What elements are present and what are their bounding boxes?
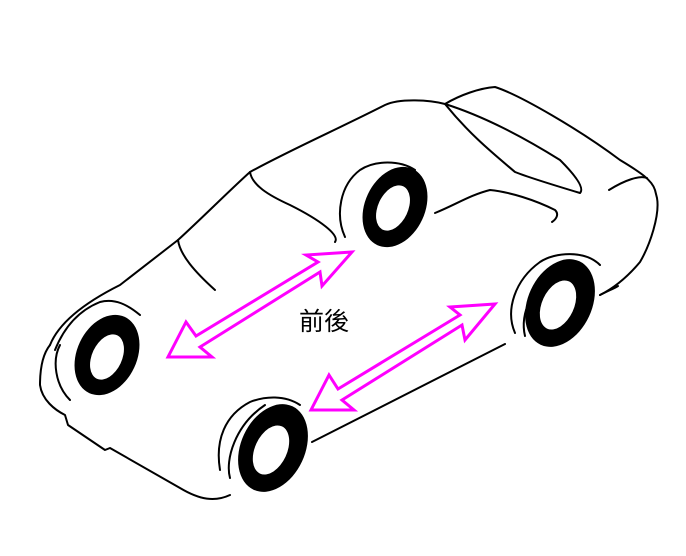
rear-left-wheel <box>238 404 308 492</box>
front-right-wheel <box>362 166 428 248</box>
front-back-label: 前後 <box>299 307 350 336</box>
rear-right-wheel <box>525 259 595 347</box>
right-side-front-back-arrow <box>308 302 499 412</box>
front-left-wheel <box>74 314 140 396</box>
left-side-front-back-arrow <box>165 250 356 359</box>
car-body-outline <box>39 86 659 501</box>
